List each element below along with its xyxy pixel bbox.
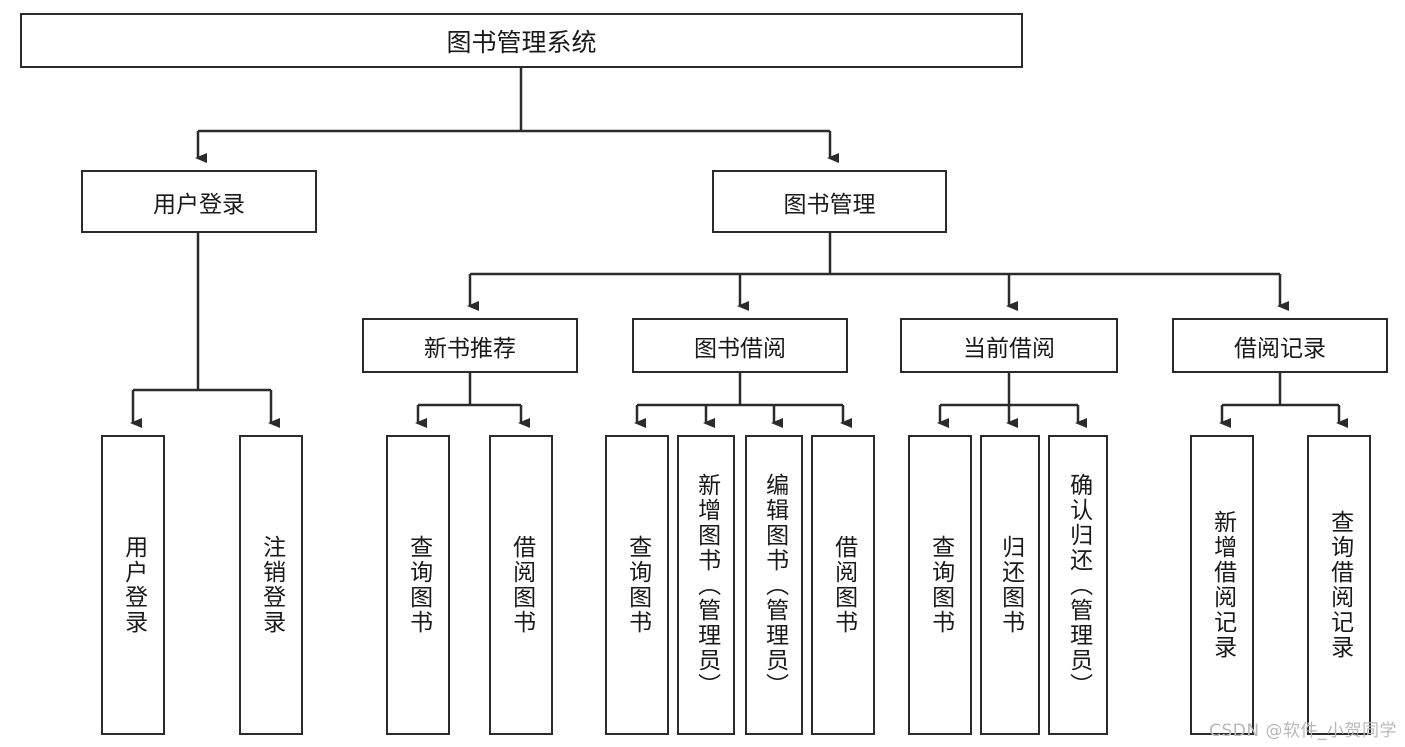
leaf-query-book-current[interactable]: 查询图书 — [908, 435, 972, 735]
node-book-borrow[interactable]: 图书借阅 — [632, 318, 848, 373]
node-label: 用户登录 — [153, 191, 245, 218]
leaf-confirm-return-admin[interactable]: 确认归还（管理员） — [1048, 435, 1108, 735]
leaf-user-login[interactable]: 用户登录 — [101, 435, 165, 735]
node-label: 图书借阅 — [694, 335, 786, 362]
leaf-label: 编辑图书（管理员） — [761, 472, 788, 698]
leaf-label: 查询图书 — [624, 535, 651, 635]
node-root-book-management-system[interactable]: 图书管理系统 — [20, 13, 1023, 68]
leaf-label: 查询图书 — [927, 535, 954, 635]
node-label: 当前借阅 — [963, 335, 1055, 362]
leaf-borrow-book-recommend[interactable]: 借阅图书 — [489, 435, 553, 735]
leaf-query-book-borrow[interactable]: 查询图书 — [605, 435, 669, 735]
node-label: 图书管理 — [783, 191, 876, 218]
node-borrow-record[interactable]: 借阅记录 — [1172, 318, 1388, 373]
leaf-edit-book-admin[interactable]: 编辑图书（管理员） — [745, 435, 803, 735]
leaf-label: 新增图书（管理员） — [693, 472, 720, 698]
leaf-add-borrow-record[interactable]: 新增借阅记录 — [1190, 435, 1254, 735]
csdn-watermark: CSDN @软件_小贺同学 — [1209, 721, 1397, 741]
leaf-label: 查询借阅记录 — [1326, 510, 1353, 660]
node-current-borrow[interactable]: 当前借阅 — [900, 318, 1118, 373]
leaf-add-book-admin[interactable]: 新增图书（管理员） — [677, 435, 735, 735]
leaf-label: 借阅图书 — [830, 535, 857, 635]
leaf-label: 用户登录 — [120, 535, 147, 635]
leaf-label: 查询图书 — [405, 535, 432, 635]
leaf-query-borrow-record[interactable]: 查询借阅记录 — [1307, 435, 1371, 735]
node-user-login[interactable]: 用户登录 — [81, 170, 317, 233]
leaf-label: 注销登录 — [258, 535, 285, 635]
leaf-label: 借阅图书 — [508, 535, 535, 635]
leaf-query-book-recommend[interactable]: 查询图书 — [386, 435, 450, 735]
leaf-label: 新增借阅记录 — [1209, 510, 1236, 660]
leaf-logout[interactable]: 注销登录 — [239, 435, 303, 735]
leaf-borrow-book[interactable]: 借阅图书 — [811, 435, 875, 735]
node-book-management[interactable]: 图书管理 — [712, 170, 947, 233]
leaf-label: 归还图书 — [997, 535, 1024, 635]
node-label: 图书管理系统 — [446, 27, 597, 57]
node-new-book-recommend[interactable]: 新书推荐 — [362, 318, 578, 373]
leaf-return-book[interactable]: 归还图书 — [980, 435, 1040, 735]
node-label: 借阅记录 — [1234, 335, 1326, 362]
leaf-label: 确认归还（管理员） — [1065, 472, 1092, 698]
node-label: 新书推荐 — [424, 335, 516, 362]
